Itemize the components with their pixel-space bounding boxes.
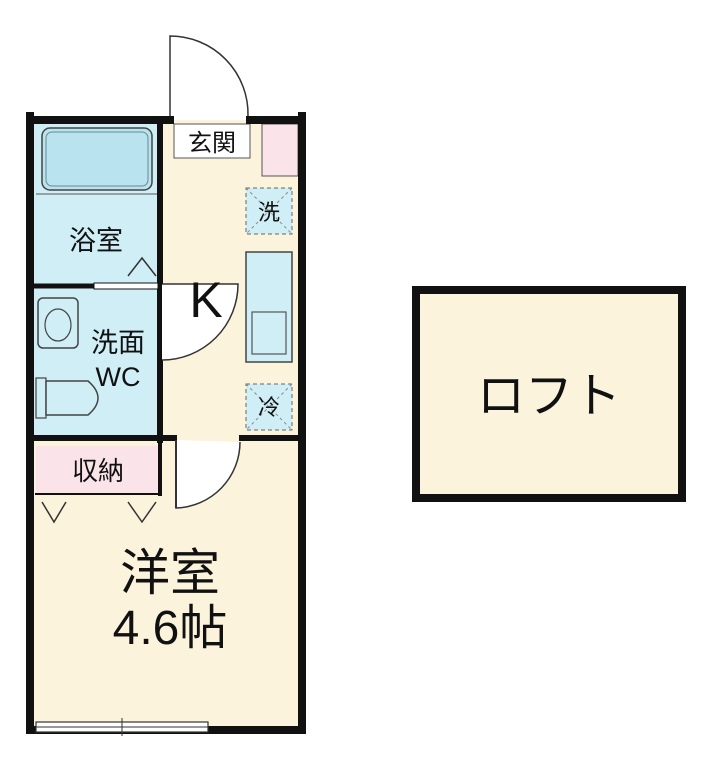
washroom-label: 洗面	[91, 328, 145, 359]
closet-floor	[36, 446, 160, 494]
kitchen-counter	[245, 251, 293, 363]
front-door	[169, 35, 249, 117]
toilet-bowl	[45, 380, 99, 416]
kitchen-label: K	[189, 272, 222, 328]
bathtub-inner	[45, 131, 149, 187]
toilet-tank	[35, 377, 47, 419]
entrance-label: 玄関	[188, 129, 236, 157]
wc-label: WC	[96, 362, 141, 392]
kitchen-sink	[251, 311, 287, 355]
western-room-label: 洋室	[120, 544, 220, 602]
loft-floor	[416, 290, 682, 498]
entrance-area	[173, 123, 251, 159]
sliding-door	[93, 282, 159, 290]
western-room-size: 4.6帖	[113, 602, 228, 655]
washbasin-bowl	[44, 308, 72, 342]
closet-label: 収納	[72, 457, 124, 487]
washer-diag-2	[245, 187, 293, 235]
bath-door-mark	[127, 256, 157, 277]
washroom-door	[161, 283, 239, 361]
washer-label: 洗	[258, 201, 280, 226]
bathroom-label: 浴室	[69, 226, 123, 257]
entrance-shoe-box	[261, 123, 299, 177]
fridge-diag-2	[245, 383, 293, 431]
closet-door-mark-right	[127, 501, 157, 524]
loft-walls	[412, 286, 686, 502]
loft-label: ロフト	[477, 368, 621, 424]
bathtub	[41, 127, 153, 191]
room-door	[175, 440, 241, 509]
fridge-label: 冷	[258, 396, 280, 421]
closet-door-mark-left	[41, 501, 67, 524]
